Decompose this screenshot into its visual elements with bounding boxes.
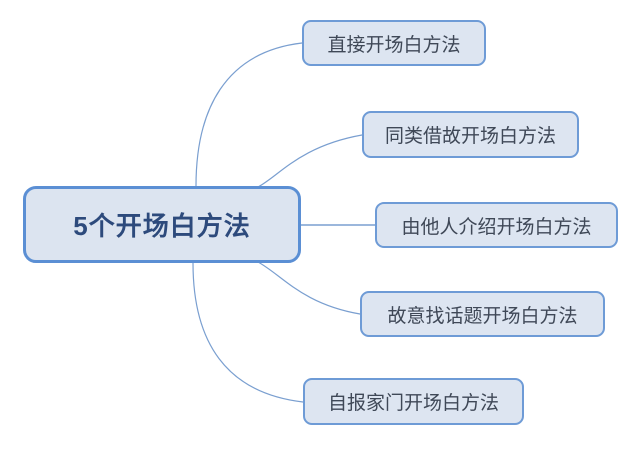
- connector-to-child-5: [192, 262, 304, 403]
- child-node-3-label: 由他人介绍开场白方法: [401, 216, 592, 238]
- child-node-1[interactable]: 直接开场白方法: [302, 20, 486, 66]
- child-node-5[interactable]: 自报家门开场白方法: [303, 378, 524, 425]
- connector-to-child-1: [195, 42, 303, 187]
- child-node-5-label: 自报家门开场白方法: [327, 393, 499, 414]
- central-node[interactable]: 5个开场白方法: [23, 186, 301, 263]
- connector-to-child-2: [257, 134, 363, 188]
- child-node-3[interactable]: 由他人介绍开场白方法: [375, 202, 618, 248]
- child-node-2-label: 同类借故开场白方法: [384, 126, 556, 147]
- central-node-label: 5个开场白方法: [73, 211, 251, 241]
- child-node-4-label: 故意找话题开场白方法: [387, 305, 578, 327]
- child-node-2[interactable]: 同类借故开场白方法: [362, 111, 579, 158]
- child-node-1-label: 直接开场白方法: [327, 34, 461, 56]
- connector-to-child-4: [257, 261, 361, 315]
- child-node-4[interactable]: 故意找话题开场白方法: [360, 291, 605, 337]
